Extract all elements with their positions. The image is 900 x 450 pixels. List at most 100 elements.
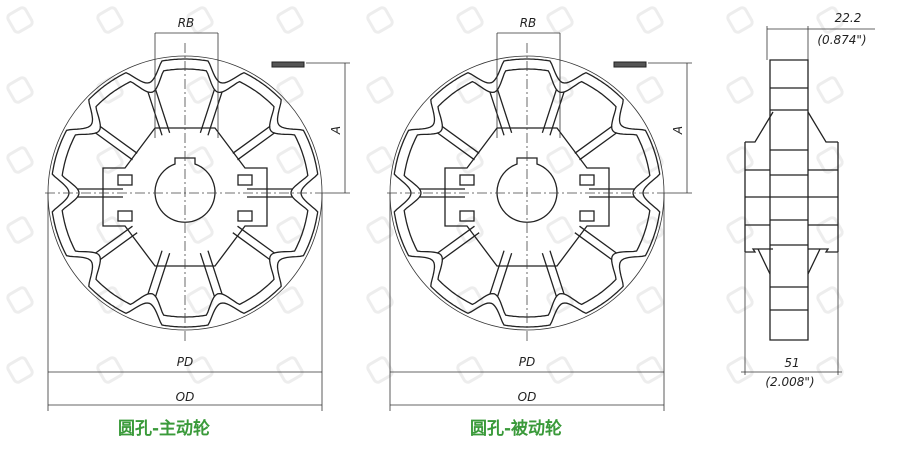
pd-od-dimensions [47, 193, 323, 411]
watermark-logo-icon [636, 216, 664, 244]
watermark-logo-icon [636, 356, 664, 384]
idler-rb-label: RB [520, 16, 537, 30]
watermark-logo-icon [276, 286, 304, 314]
watermark-logo-icon [6, 146, 34, 174]
spoke [419, 188, 465, 198]
watermark-logo-icon [276, 356, 304, 384]
watermark-logo-icon [186, 216, 214, 244]
a-dimension [648, 62, 692, 194]
watermark-logo-icon [366, 6, 394, 34]
watermark-logo-icon [186, 76, 214, 104]
hub-slot [117, 210, 133, 222]
side-width-mm: 22.2 [835, 11, 862, 25]
watermark-logo-icon [96, 146, 124, 174]
hub-slot [117, 174, 133, 186]
hub [102, 127, 268, 267]
watermark-logo-icon [366, 76, 394, 104]
spoke [147, 250, 171, 298]
drive-sprocket [45, 32, 350, 411]
watermark-logo-icon [276, 6, 304, 34]
hub-slot [579, 210, 595, 222]
drive-a-label: A [329, 126, 343, 135]
watermark-logo-icon [366, 146, 394, 174]
a-dimension [306, 62, 350, 194]
watermark-logo-icon [186, 6, 214, 34]
watermark-logo-icon [726, 216, 754, 244]
watermark-logo-icon [636, 286, 664, 314]
watermark-logo-icon [456, 146, 484, 174]
tooth-section-mark [613, 61, 647, 68]
watermark-logo-icon [636, 6, 664, 34]
watermark-layer [6, 6, 844, 384]
watermark-logo-icon [366, 286, 394, 314]
watermark-logo-icon [816, 146, 844, 174]
watermark-logo-icon [6, 6, 34, 34]
watermark-logo-icon [366, 356, 394, 384]
spoke [589, 188, 635, 198]
side-overall-mm: 51 [784, 356, 799, 370]
watermark-logo-icon [726, 76, 754, 104]
watermark-logo-icon [816, 216, 844, 244]
watermark-logo-icon [726, 356, 754, 384]
side-width-in: (0.874") [817, 33, 866, 47]
rb-dimension [496, 32, 561, 138]
drive-od-label: OD [176, 390, 195, 404]
watermark-logo-icon [816, 76, 844, 104]
watermark-logo-icon [546, 76, 574, 104]
watermark-logo-icon [546, 6, 574, 34]
watermark-logo-icon [6, 76, 34, 104]
watermark-logo-icon [726, 6, 754, 34]
drive-sprocket-caption: 圆孔-主动轮 [118, 419, 211, 439]
pd-od-dimensions [389, 193, 665, 411]
watermark-logo-icon [366, 216, 394, 244]
hub-slot [237, 210, 253, 222]
watermark-logo-icon [96, 6, 124, 34]
watermark-logo-icon [726, 286, 754, 314]
spoke [94, 225, 138, 261]
drive-pd-label: PD [177, 355, 193, 369]
watermark-logo-icon [186, 356, 214, 384]
bore-with-keyway [154, 157, 216, 223]
spoke [199, 250, 223, 298]
watermark-logo-icon [456, 356, 484, 384]
watermark-logo-icon [6, 216, 34, 244]
watermark-logo-icon [276, 76, 304, 104]
spoke [541, 250, 565, 298]
side-view: 22.2 (0.874") 51 (2.008") [741, 11, 875, 389]
idler-pd-label: PD [519, 355, 535, 369]
watermark-logo-icon [636, 76, 664, 104]
watermark-logo-icon [546, 356, 574, 384]
spoke [436, 225, 480, 261]
watermark-logo-icon [816, 286, 844, 314]
watermark-logo-icon [6, 356, 34, 384]
rb-dimension [154, 32, 219, 138]
hub-slot [237, 174, 253, 186]
watermark-logo-icon [276, 146, 304, 174]
watermark-logo-icon [186, 286, 214, 314]
side-overall-in: (2.008") [765, 375, 814, 389]
watermark-logo-icon [456, 76, 484, 104]
spoke [574, 225, 618, 261]
spoke [574, 125, 618, 161]
spoke [247, 188, 293, 198]
spoke [232, 125, 276, 161]
watermark-logo-icon [96, 76, 124, 104]
watermark-logo-icon [96, 286, 124, 314]
hub-slot [459, 174, 475, 186]
watermark-logo-icon [546, 216, 574, 244]
watermark-logo-icon [816, 356, 844, 384]
hub [444, 127, 610, 267]
watermark-logo-icon [6, 286, 34, 314]
watermark-logo-icon [456, 6, 484, 34]
spoke [94, 125, 138, 161]
spoke [489, 250, 513, 298]
tooth-section-mark [271, 61, 305, 68]
watermark-logo-icon [186, 146, 214, 174]
watermark-logo-icon [276, 216, 304, 244]
spoke [436, 125, 480, 161]
watermark-logo-icon [456, 286, 484, 314]
idler-sprocket-caption: 圆孔-被动轮 [470, 419, 563, 439]
spoke [232, 225, 276, 261]
